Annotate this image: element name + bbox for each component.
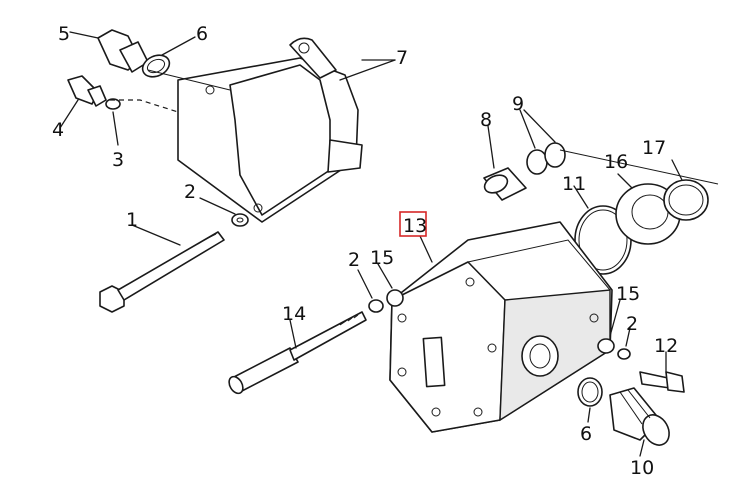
part-2-washer-lower[interactable] <box>357 269 384 313</box>
part-14-long-bolt[interactable] <box>226 311 367 396</box>
part-7-housing[interactable] <box>177 37 396 223</box>
part-3-washer[interactable] <box>105 98 121 146</box>
label-2-right: 2 <box>626 313 638 335</box>
highlight-box-13 <box>399 211 427 237</box>
part-15-washer-right[interactable] <box>597 299 621 354</box>
label-16: 16 <box>604 151 628 173</box>
part-4-nipple[interactable] <box>59 75 107 129</box>
part-17-seal-ring[interactable] <box>663 159 709 221</box>
part-1-long-bolt[interactable] <box>99 224 225 313</box>
label-15-right: 15 <box>616 283 640 305</box>
part-6-seal-ring-top[interactable] <box>139 36 196 81</box>
label-8: 8 <box>480 109 492 131</box>
label-7: 7 <box>396 47 408 69</box>
label-11: 11 <box>562 173 586 195</box>
part-2-washer-upper[interactable] <box>199 197 249 227</box>
label-9: 9 <box>512 93 524 115</box>
label-15-left: 15 <box>370 247 394 269</box>
part-9-o-rings[interactable] <box>519 109 566 175</box>
label-13[interactable]: 13 <box>403 215 427 237</box>
label-14: 14 <box>282 303 306 325</box>
part-10-fitting[interactable] <box>609 387 674 457</box>
part-12-bolt[interactable] <box>639 351 685 393</box>
label-2-lower: 2 <box>348 249 360 271</box>
label-10: 10 <box>630 457 654 479</box>
part-13-pump-body[interactable] <box>389 221 613 433</box>
label-4: 4 <box>52 119 64 141</box>
label-6-top: 6 <box>196 23 208 45</box>
label-17: 17 <box>642 137 666 159</box>
label-2-upper: 2 <box>184 181 196 203</box>
label-12: 12 <box>654 335 678 357</box>
part-15-washer-left[interactable] <box>377 263 404 307</box>
label-5: 5 <box>58 23 70 45</box>
part-8-sleeve[interactable] <box>482 125 527 201</box>
part-2-washer-right[interactable] <box>617 327 631 360</box>
label-6-lower: 6 <box>580 423 592 445</box>
part-6-seal-ring-lower[interactable] <box>577 377 603 423</box>
part-5-fitting[interactable] <box>69 29 149 73</box>
label-3: 3 <box>112 149 124 171</box>
label-1: 1 <box>126 209 138 231</box>
